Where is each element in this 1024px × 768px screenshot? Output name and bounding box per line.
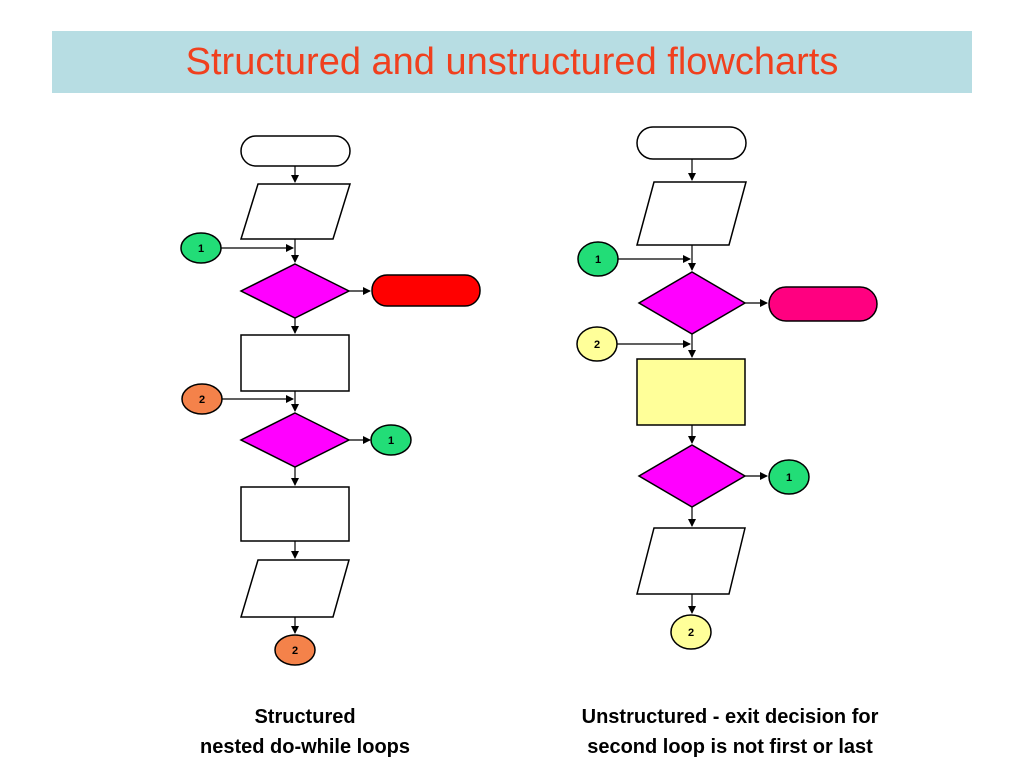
connector-label: 2	[594, 339, 600, 351]
left-start-terminal	[240, 135, 351, 167]
page-title: Structured and unstructured flowcharts	[185, 40, 839, 83]
left-input-parallelogram	[239, 183, 352, 240]
right-start-terminal	[636, 126, 747, 160]
connector-label: 2	[688, 627, 694, 639]
right-connector-2-out: 2	[670, 614, 712, 650]
left-caption: Structured nested do-while loops	[140, 702, 470, 762]
connector-label: 2	[199, 394, 205, 406]
left-connector-1-in: 1	[180, 232, 222, 264]
left-process-2	[240, 486, 350, 542]
right-caption-line-1: Unstructured - exit decision for	[581, 706, 879, 728]
right-caption-line-2: second loop is not first or last	[587, 736, 873, 758]
right-connector-2-in: 2	[576, 326, 618, 362]
left-decision-1	[239, 263, 351, 319]
connector-label: 1	[595, 254, 601, 266]
left-end-terminal	[371, 274, 481, 307]
right-process-1	[636, 358, 746, 426]
right-connector-1-in: 1	[577, 241, 619, 277]
connector-label: 1	[786, 472, 792, 484]
right-decision-2	[637, 444, 747, 508]
left-connector-2-in: 2	[181, 383, 223, 415]
left-process-1	[240, 334, 350, 392]
connector-circle	[768, 459, 810, 495]
left-caption-line-1: Structured	[254, 706, 356, 728]
right-flowchart: 1 2 1 2	[576, 126, 878, 650]
left-caption-line-2: nested do-while loops	[199, 736, 410, 758]
connector-circle	[274, 634, 316, 666]
left-connector-1-out: 1	[370, 424, 412, 456]
left-output-parallelogram	[239, 559, 350, 618]
right-caption: Unstructured - exit decision for second …	[520, 702, 940, 762]
right-input-parallelogram	[636, 181, 747, 246]
left-decision-2	[239, 412, 351, 468]
right-output-parallelogram	[636, 527, 746, 595]
connector-circle	[370, 424, 412, 456]
connector-label: 1	[198, 243, 204, 255]
left-connector-2-out: 2	[274, 634, 316, 666]
right-decision-1	[637, 271, 747, 335]
left-flowchart: 1 2 1 2	[180, 135, 481, 666]
connector-label: 1	[388, 435, 394, 447]
connector-label: 2	[292, 645, 298, 657]
right-end-terminal	[768, 286, 878, 322]
right-connector-1-out: 1	[768, 459, 810, 495]
title-bar: Structured and unstructured flowcharts	[52, 31, 972, 93]
connector-circle	[670, 614, 712, 650]
